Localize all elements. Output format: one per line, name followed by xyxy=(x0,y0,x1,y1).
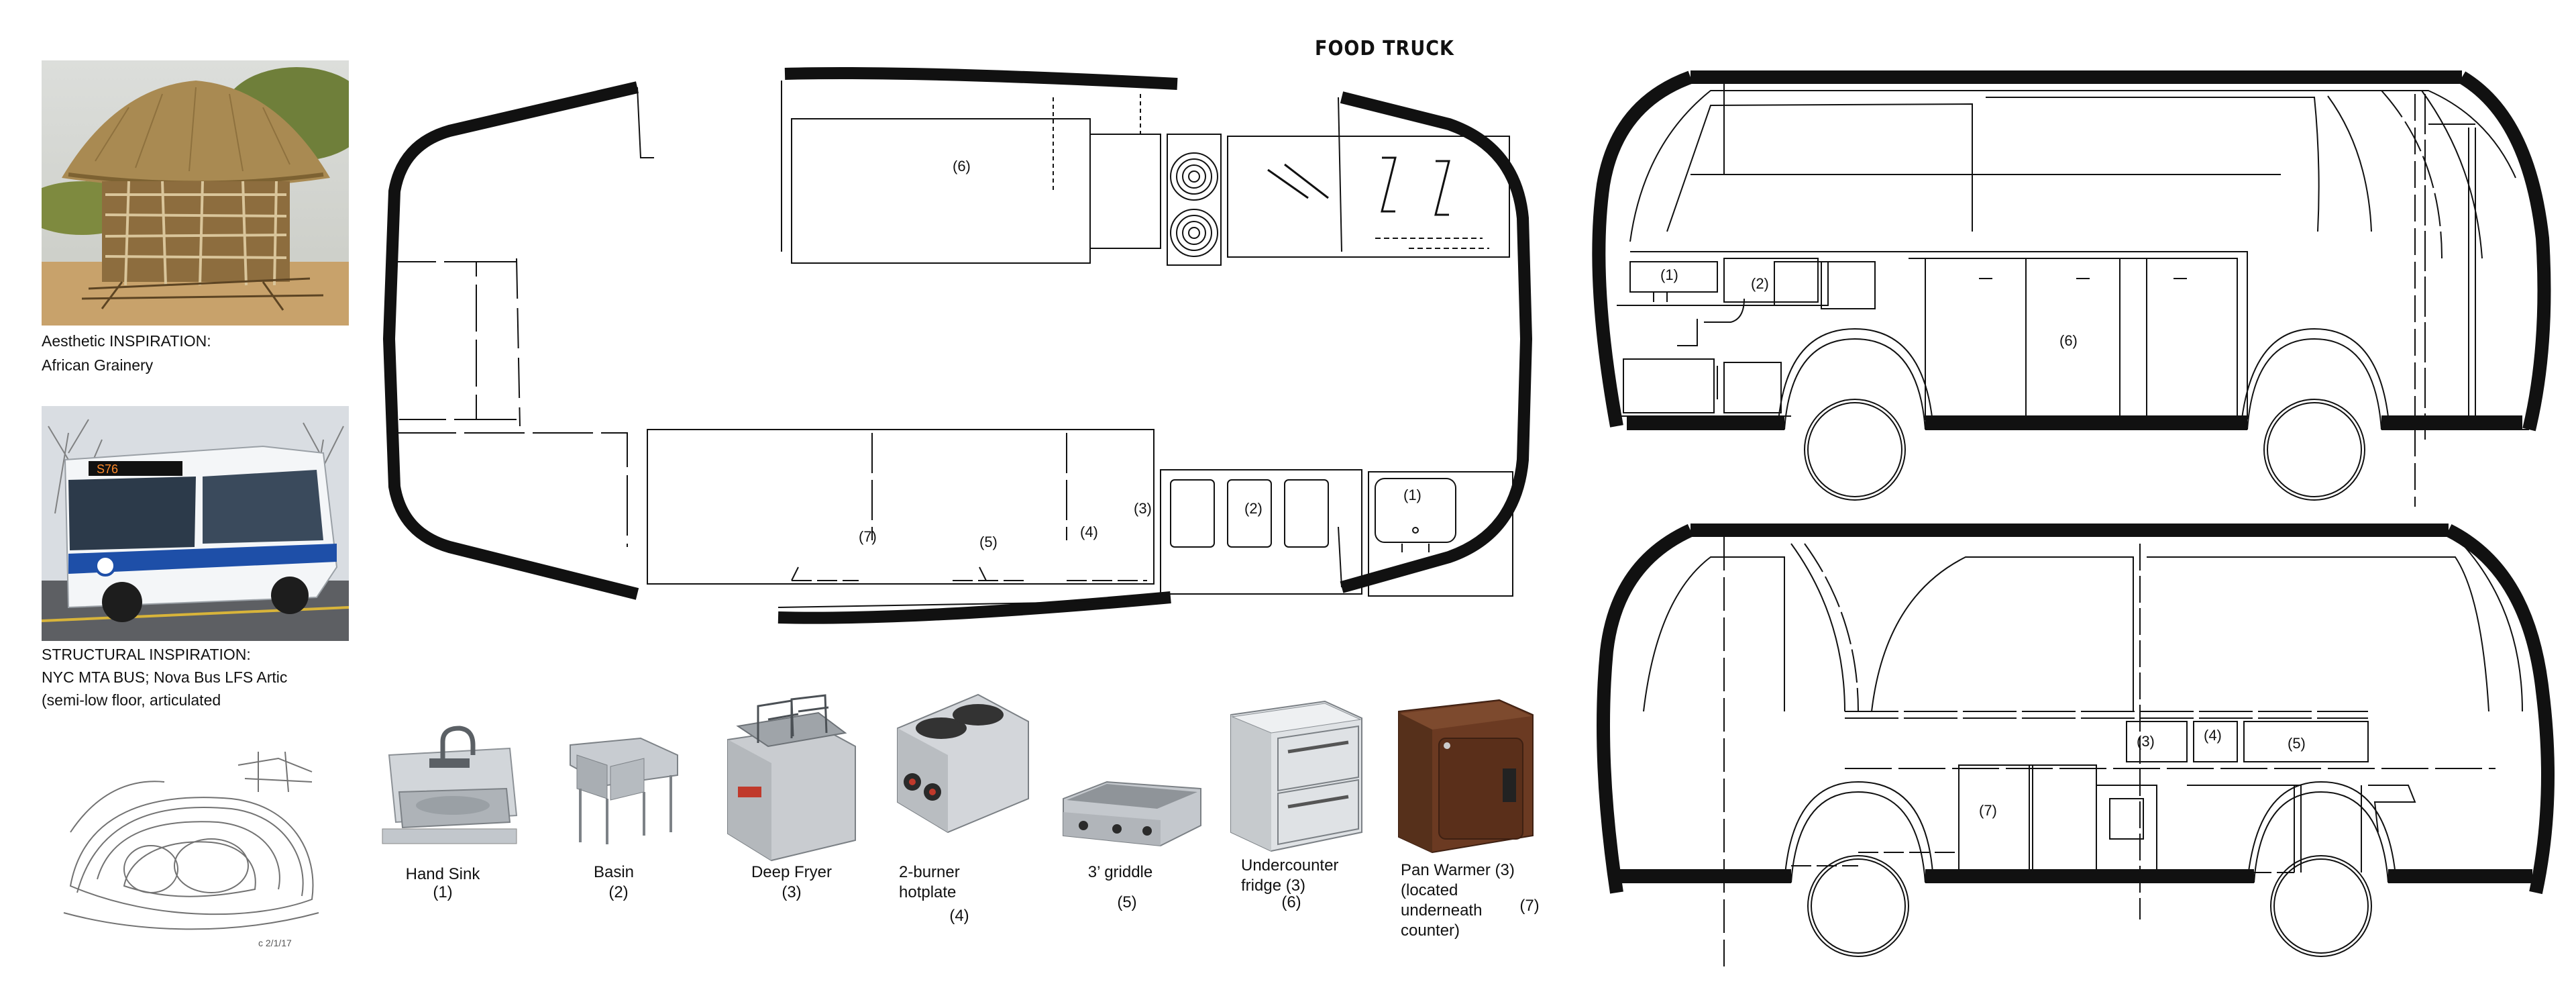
plan-label-5: (5) xyxy=(979,534,998,550)
equipment-num-deep-fryer: (3) xyxy=(782,883,802,901)
elevation-top: (1) (2) (6) xyxy=(1592,70,2551,507)
grainery-photo xyxy=(42,60,349,326)
hotplate-icon xyxy=(884,681,1038,839)
pan-warmer-icon xyxy=(1392,688,1540,856)
griddle-icon xyxy=(1053,772,1208,856)
elev-top-label-1: (1) xyxy=(1660,266,1678,283)
equipment-num-pan-warmer: (7) xyxy=(1519,897,1540,915)
plan-label-7: (7) xyxy=(859,528,877,545)
elevation-bottom: (3) (4) (5) (7) xyxy=(1597,524,2555,966)
fridge-icon xyxy=(1224,691,1368,852)
floor-plan: (6) (7) (5) (4) (3) (2) (1) xyxy=(382,67,1533,624)
elev-top-label-2: (2) xyxy=(1751,275,1769,292)
equipment-num-hotplate: (4) xyxy=(949,907,969,925)
equipment-label-pan-warmer: Pan Warmer (3) (located underneath count… xyxy=(1401,861,1515,940)
structural-caption: STRUCTURAL INSPIRATION: NYC MTA BUS; Nov… xyxy=(42,646,288,709)
equipment-label-hotplate: 2-burner hotplate xyxy=(899,863,960,901)
aesthetic-caption: Aesthetic INSPIRATION: African Grainery xyxy=(42,332,211,374)
equipment-num-fridge: (6) xyxy=(1281,893,1301,911)
equipment-num-griddle: (5) xyxy=(1117,893,1137,911)
equipment-label-deep-fryer: Deep Fryer xyxy=(751,863,833,881)
plan-label-3: (3) xyxy=(1134,500,1152,517)
equipment-label-basin: Basin xyxy=(593,863,635,881)
basin-icon xyxy=(560,725,681,846)
hand-sink-icon xyxy=(376,715,530,849)
elev-bottom-label-7: (7) xyxy=(1979,802,1997,819)
equipment-label-hand-sink: Hand Sink xyxy=(405,865,480,883)
deep-fryer-icon xyxy=(718,679,865,864)
page-title: FOOD TRUCK xyxy=(1315,37,1454,60)
plan-label-2: (2) xyxy=(1244,500,1263,517)
elev-bottom-label-4: (4) xyxy=(2204,727,2222,744)
plan-label-6: (6) xyxy=(953,158,971,175)
plan-label-4: (4) xyxy=(1080,524,1098,540)
elev-bottom-label-3: (3) xyxy=(2137,733,2155,750)
equipment-num-basin: (2) xyxy=(608,883,629,901)
sketch-drawing: c 2/1/17 xyxy=(57,751,335,953)
equipment-label-fridge: Undercounter fridge (3) xyxy=(1241,856,1339,895)
bus-sign-text: S76 xyxy=(97,462,118,476)
plan-outline xyxy=(382,67,1533,624)
elev-bottom-label-5: (5) xyxy=(2288,735,2306,752)
plan-label-1: (1) xyxy=(1403,487,1421,503)
elev-top-label-6: (6) xyxy=(2059,332,2078,349)
bus-photo: S76 xyxy=(42,406,349,641)
equipment-label-griddle: 3’ griddle xyxy=(1087,863,1153,881)
equipment-num-hand-sink: (1) xyxy=(433,883,453,901)
svg-text:c 2/1/17: c 2/1/17 xyxy=(258,938,292,948)
